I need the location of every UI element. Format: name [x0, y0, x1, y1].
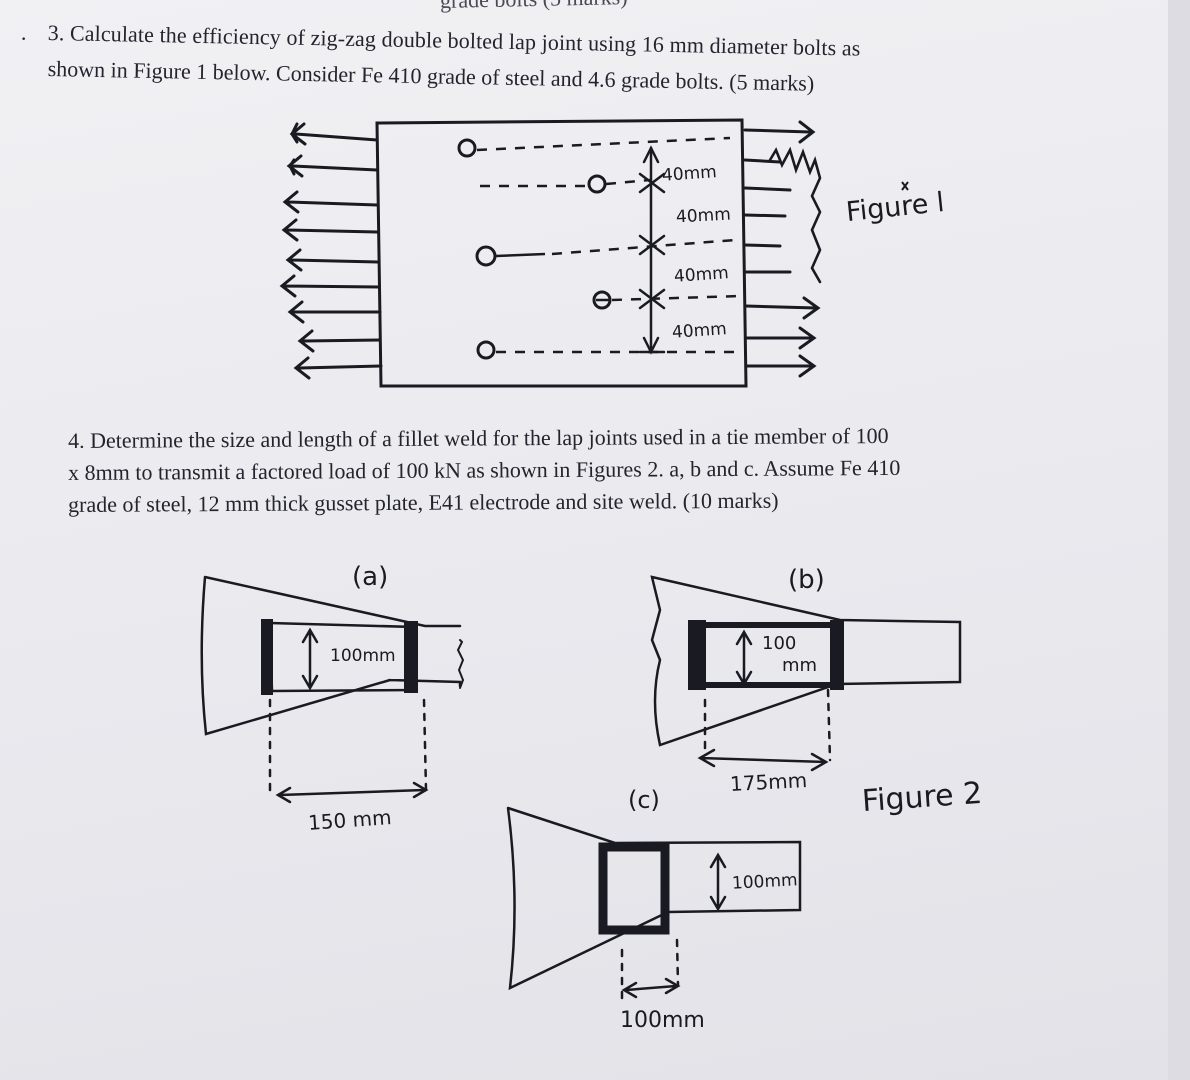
figure-2b-length-label: 175mm: [729, 767, 808, 797]
paper-edge-shadow: [1168, 0, 1190, 1080]
figure-2a: [200, 575, 465, 804]
figure-1-plate: [375, 118, 748, 388]
left-load-arrows: [279, 122, 383, 380]
figure-2b: [650, 575, 962, 772]
figure-2b-label: (b): [788, 565, 825, 595]
figure-2b-height-label-top: 100: [762, 633, 797, 654]
bolt-gauge-lines: [476, 136, 741, 354]
right-load-arrows: [743, 120, 822, 378]
figure-2a-label: (a): [352, 562, 389, 592]
figure-2c-height-label: 100mm: [731, 870, 799, 894]
pitch-dimension: [638, 145, 666, 355]
figure-2c-label: (c): [628, 786, 660, 814]
bolt-holes: [457, 138, 612, 360]
q3-bullet: ·: [20, 26, 28, 51]
figure-2b-height-label-bottom: mm: [782, 655, 818, 676]
figure-2a-height-label: 100mm: [330, 646, 396, 666]
figure-2c-length-label: 100mm: [620, 1008, 705, 1033]
figure-2c: [506, 806, 802, 1002]
figure-1-caption-mark: [901, 181, 909, 191]
